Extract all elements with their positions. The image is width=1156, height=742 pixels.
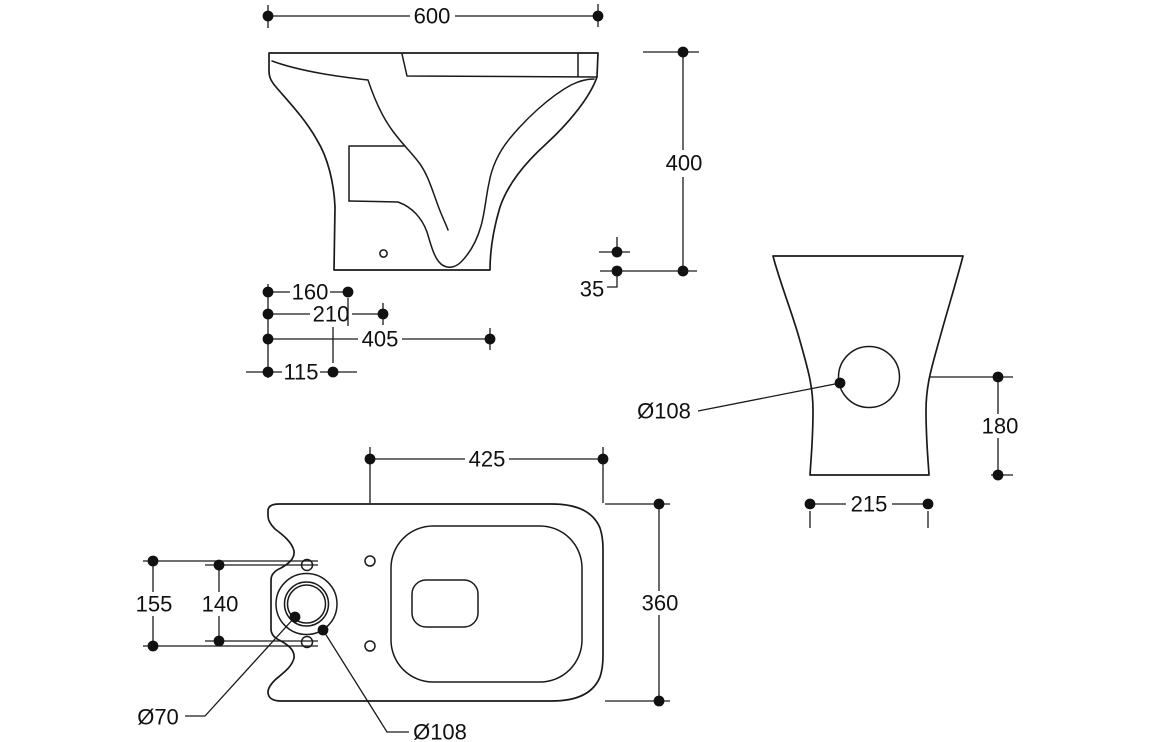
dim-210-label: 210 — [313, 302, 350, 327]
dim-35: 35 — [580, 237, 697, 302]
dim-215-label: 215 — [851, 492, 888, 517]
bowl-front-inner-curve — [271, 60, 449, 231]
plan-view: Ø70 Ø108 425 360 155 140 — [136, 447, 679, 742]
dim-425-label: 425 — [469, 447, 506, 472]
rim-platform-lines — [401, 53, 597, 78]
outlet-bore-circle — [286, 584, 327, 624]
plan-outlet-outer-label: Ø108 — [413, 720, 467, 742]
dim-140-label: 140 — [202, 592, 239, 617]
dim-405-label: 405 — [362, 327, 399, 352]
outlet-outer-leader — [322, 629, 409, 733]
dim-140: 140 — [202, 559, 318, 647]
outlet-inner-leader — [185, 616, 296, 717]
side-elevation-view — [268, 52, 599, 271]
dim-400: 400 — [643, 46, 703, 277]
rear-outlet-circle — [837, 345, 901, 409]
dim-115-label: 115 — [283, 360, 318, 385]
seat-hole-left-bottom — [300, 635, 314, 649]
dim-360: 360 — [605, 498, 679, 707]
dim-180: 180 — [930, 371, 1019, 481]
dim-35-label: 35 — [580, 277, 604, 302]
trap-and-back-inner-curve — [348, 78, 595, 268]
dim-600: 600 — [262, 4, 604, 29]
rear-elevation-view: Ø108 180 215 — [637, 255, 1019, 528]
pan-outline — [268, 52, 599, 271]
pan-fixing-hole — [379, 249, 388, 258]
bowl-rim — [390, 525, 583, 683]
dim-600-label: 600 — [414, 4, 451, 29]
plan-body-outline — [267, 503, 604, 702]
dim-160-label: 160 — [292, 280, 329, 305]
dim-215: 215 — [804, 492, 934, 528]
dim-180-label: 180 — [982, 414, 1019, 439]
rear-outline — [772, 255, 964, 476]
plan-outlet-inner-label: Ø70 — [137, 705, 179, 730]
dim-155: 155 — [136, 555, 318, 652]
seat-hole-right-top — [364, 555, 376, 567]
dim-425: 425 — [364, 447, 609, 503]
rear-outlet-leader — [697, 382, 841, 412]
section-rectangle — [348, 145, 405, 202]
seat-hole-right-bottom — [364, 640, 376, 652]
dim-360-label: 360 — [642, 591, 679, 616]
outlet-flange-circle — [275, 572, 338, 636]
side-fixing-dimensions: 160 210 405 115 — [246, 280, 496, 385]
dim-155-label: 155 — [136, 592, 173, 617]
dim-400-label: 400 — [666, 151, 703, 176]
sump-outline — [411, 579, 479, 628]
rear-outlet-dia-label: Ø108 — [637, 399, 691, 424]
outlet-ring-circle — [283, 581, 330, 627]
